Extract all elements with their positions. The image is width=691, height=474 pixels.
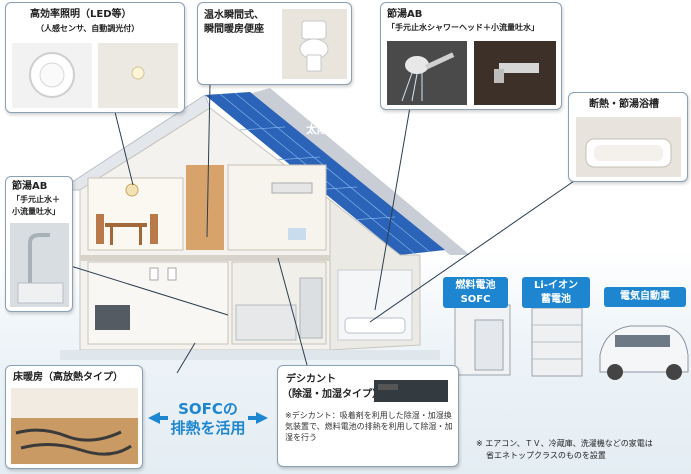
ground bbox=[60, 350, 440, 360]
kitchen-faucet-photo bbox=[10, 223, 69, 307]
callout-subtitle: 「手元止水シャワーヘッド＋小流量吐水」 bbox=[387, 23, 539, 32]
callout-title: 節湯AB bbox=[12, 181, 48, 192]
faucet-photo bbox=[474, 41, 556, 105]
chandelier bbox=[125, 183, 139, 197]
callout-title: 床暖房（高放熱タイプ） bbox=[13, 372, 123, 383]
callout-lighting: 高効率照明（LED等） （人感センサ、自動調光付） bbox=[5, 2, 185, 113]
callout-kitchen: 節湯AB 「手元止水＋ 小流量吐水」 bbox=[5, 176, 73, 312]
toilet-photo bbox=[282, 9, 347, 79]
ev-wheel bbox=[607, 364, 623, 380]
callout-title: 節湯AB bbox=[387, 9, 423, 20]
sofc-label-line1: 燃料電池 bbox=[455, 280, 496, 291]
bathtub bbox=[344, 317, 406, 334]
desiccant-unit-photo bbox=[370, 374, 452, 406]
callout-title-line1: デシカント bbox=[286, 374, 336, 385]
chair bbox=[288, 228, 306, 240]
ev-window bbox=[615, 335, 670, 347]
callout-subtitle-line1: 「手元止水＋ bbox=[12, 195, 60, 204]
room-bedroom bbox=[227, 164, 327, 251]
callout-toilet: 温水瞬間式、 瞬間暖房便座 bbox=[197, 2, 352, 85]
footnote-line1: ※ エアコン、ＴＶ、冷蔵庫、洗濯機などの家電は bbox=[476, 439, 653, 448]
callout-subtitle-line2: 小流量吐水」 bbox=[12, 207, 60, 216]
sofc-heat-label: SOFCの 排熱を活用 bbox=[168, 400, 248, 438]
callout-title-line2: 瞬間暖房便座 bbox=[204, 24, 264, 35]
callout-title: 断熱・節湯浴槽 bbox=[589, 99, 659, 110]
ev-wheel bbox=[666, 364, 682, 380]
ev-label: 電気自動車 bbox=[604, 287, 686, 307]
shower-head-photo bbox=[387, 41, 467, 105]
callout-desiccant: デシカント （除湿・加湿タイプ） ※デシカント：吸着剤を利用した除湿・加湿換気装… bbox=[277, 365, 459, 467]
led-light-photo bbox=[12, 43, 92, 108]
callout-bathtub: 断熱・節湯浴槽 bbox=[568, 92, 688, 182]
tv bbox=[95, 305, 130, 330]
floor-heating-photo bbox=[11, 388, 138, 464]
dining-chair bbox=[96, 214, 104, 244]
downlight-photo bbox=[98, 43, 178, 108]
footnote-line2: 省エネトップクラスのものを設置 bbox=[486, 451, 606, 460]
desiccant-note: ※デシカント：吸着剤を利用した除湿・加湿換気装置で、燃料電池の排熱を利用して除湿… bbox=[285, 411, 453, 442]
arrow-left-icon bbox=[148, 412, 168, 424]
callout-floor-heating: 床暖房（高放熱タイプ） bbox=[5, 365, 143, 469]
dining-chair bbox=[150, 214, 158, 244]
callout-subtitle: （人感センサ、自動調光付） bbox=[36, 24, 140, 33]
kitchen-counter bbox=[235, 304, 297, 341]
battery-label-line1: Li-イオン bbox=[534, 280, 578, 291]
battery-label: Li-イオン 蓄電池 bbox=[522, 277, 590, 308]
roof-edge bbox=[245, 88, 470, 255]
refrigerator bbox=[299, 277, 323, 339]
solar-panel-label: 太陽電池 bbox=[306, 123, 350, 136]
callout-title: 高効率照明（LED等） bbox=[30, 9, 132, 20]
dining-table bbox=[105, 223, 147, 227]
arrow-right-icon bbox=[248, 412, 268, 424]
callout-shower: 節湯AB 「手元止水シャワーヘッド＋小流量吐水」 bbox=[380, 2, 562, 110]
callout-title-line1: 温水瞬間式、 bbox=[204, 10, 264, 21]
floor-slab bbox=[80, 255, 330, 261]
sofc-label-line2: SOFC bbox=[460, 294, 491, 305]
sofc-label: 燃料電池 SOFC bbox=[443, 277, 508, 308]
sofc-heat-line1: SOFCの bbox=[178, 400, 238, 418]
callout-title-line2: （除湿・加湿タイプ） bbox=[282, 389, 382, 400]
battery-label-line2: 蓄電池 bbox=[541, 294, 571, 305]
air-conditioner bbox=[271, 182, 313, 194]
room-door bbox=[186, 165, 224, 250]
leader-lines bbox=[44, 83, 591, 374]
sofc-heat-line2: 排熱を活用 bbox=[170, 419, 246, 437]
bathtub-photo bbox=[576, 117, 681, 177]
